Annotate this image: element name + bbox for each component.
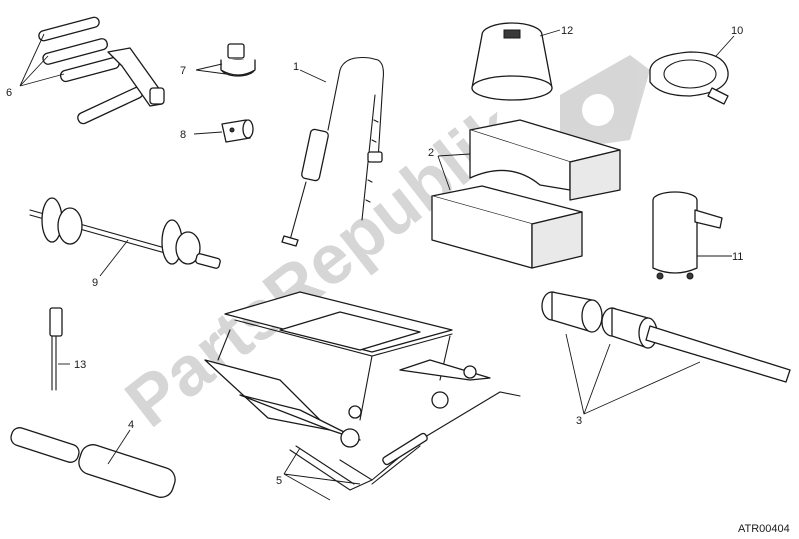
callout-8: 8 [180, 129, 186, 141]
callout-6: 6 [6, 87, 12, 99]
callout-9: 9 [92, 277, 98, 289]
part-8-socket [221, 119, 254, 143]
callout-2: 2 [428, 147, 434, 159]
part-5-rods [289, 391, 521, 491]
part-1-gauge [281, 56, 384, 247]
part-jack-stand [204, 291, 491, 448]
callout-7: 7 [180, 65, 186, 77]
callout-5: 5 [276, 475, 282, 487]
part-9-bearing-driver [29, 197, 221, 269]
part-3-drift [541, 291, 791, 383]
callout-10: 10 [731, 25, 743, 37]
part-2-v-blocks [431, 119, 621, 269]
callout-1: 1 [293, 61, 299, 73]
callout-11: 11 [732, 251, 743, 263]
callouts: 1 2 3 4 5 6 7 8 9 10 11 12 13 [6, 25, 743, 487]
callout-12: 12 [561, 25, 573, 37]
callout-3: 3 [576, 415, 582, 427]
part-7-adapter [220, 43, 256, 77]
callout-4: 4 [128, 419, 134, 431]
part-11-holder [652, 191, 723, 280]
part-12-bell-socket [471, 22, 553, 101]
part-13-punch [49, 307, 63, 391]
callout-13: 13 [74, 359, 86, 371]
drawing-code: ATR00404 [738, 523, 790, 535]
part-6-puller [38, 16, 165, 125]
part-10-ring-spanner [649, 51, 729, 105]
part-4-tube-tool [10, 427, 176, 498]
gear-icon [560, 55, 650, 150]
leader-lines [19, 29, 735, 501]
